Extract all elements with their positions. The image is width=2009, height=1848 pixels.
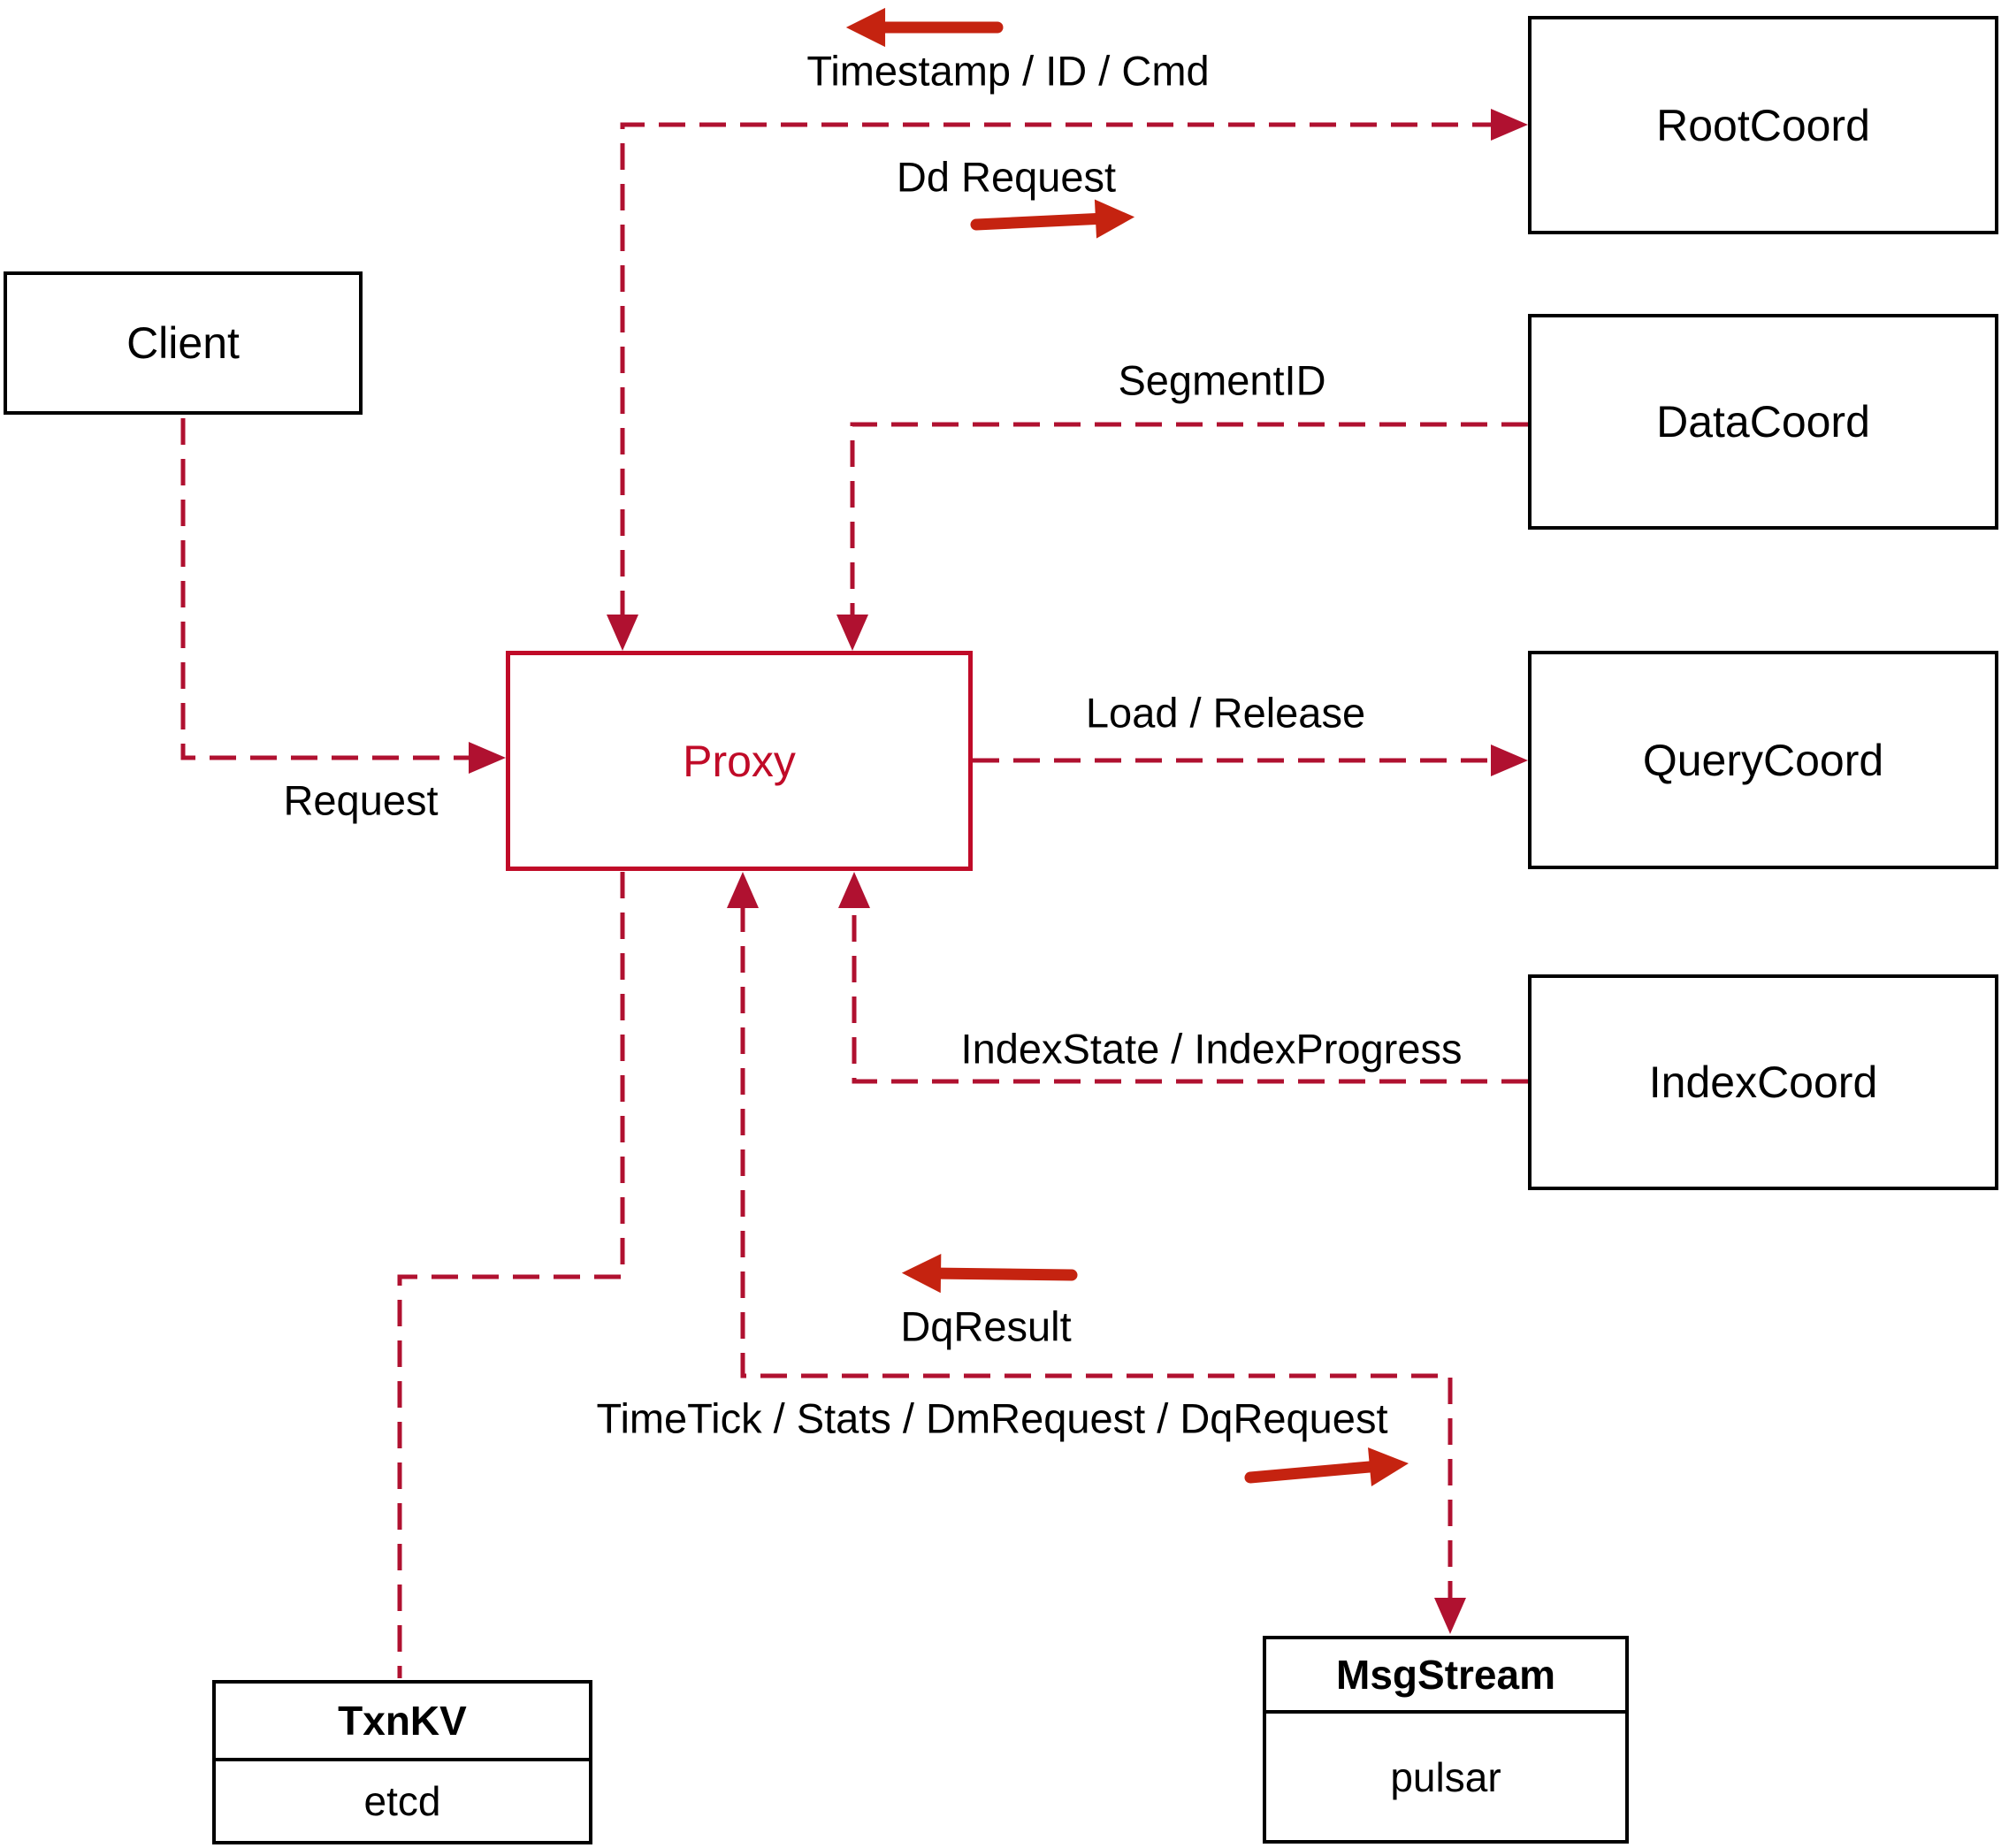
arrow-right-timetick-icon <box>1244 1447 1409 1486</box>
querycoord-label: QueryCoord <box>1642 735 1884 785</box>
indexstate-edge <box>838 872 1528 1084</box>
msgstream-title: MsgStream <box>1266 1639 1625 1714</box>
ddrequest-edge-label: Dd Request <box>896 153 1117 201</box>
loadrelease-edge-label: Load / Release <box>1085 689 1366 737</box>
indexstate-edge-label: IndexState / IndexProgress <box>960 1025 1463 1073</box>
request-edge-label: Request <box>283 776 439 824</box>
msgstream-edge <box>727 872 1466 1634</box>
client-node: Client <box>4 271 363 415</box>
datacoord-node: DataCoord <box>1528 314 1998 530</box>
segmentid-edge <box>836 422 1528 651</box>
loadrelease-edge <box>973 745 1528 776</box>
timestamp-edge-label: Timestamp / ID / Cmd <box>806 47 1210 95</box>
proxy-label: Proxy <box>683 736 796 786</box>
txnkv-title: TxnKV <box>216 1684 589 1761</box>
querycoord-node: QueryCoord <box>1528 651 1998 869</box>
client-label: Client <box>126 318 240 368</box>
timestamp-edge <box>607 109 1528 651</box>
segmentid-edge-label: SegmentID <box>1118 356 1326 404</box>
txnkv-edge <box>397 872 625 1678</box>
arrow-left-dqresult-icon <box>901 1254 1078 1294</box>
rootcoord-label: RootCoord <box>1656 100 1870 150</box>
indexcoord-node: IndexCoord <box>1528 974 1998 1190</box>
datacoord-label: DataCoord <box>1656 397 1870 447</box>
request-edge <box>180 418 506 774</box>
msgstream-impl: pulsar <box>1390 1753 1501 1800</box>
msgstream-node: MsgStream pulsar <box>1263 1636 1629 1844</box>
dqresult-edge-label: DqResult <box>900 1302 1072 1350</box>
txnkv-impl: etcd <box>363 1778 441 1824</box>
timetick-edge-label: TimeTick / Stats / DmRequest / DqRequest <box>596 1394 1388 1442</box>
indexcoord-label: IndexCoord <box>1648 1058 1878 1107</box>
arrow-right-ddrequest-icon <box>970 199 1135 239</box>
proxy-node: Proxy <box>506 651 973 871</box>
rootcoord-node: RootCoord <box>1528 16 1998 234</box>
txnkv-node: TxnKV etcd <box>212 1680 592 1844</box>
